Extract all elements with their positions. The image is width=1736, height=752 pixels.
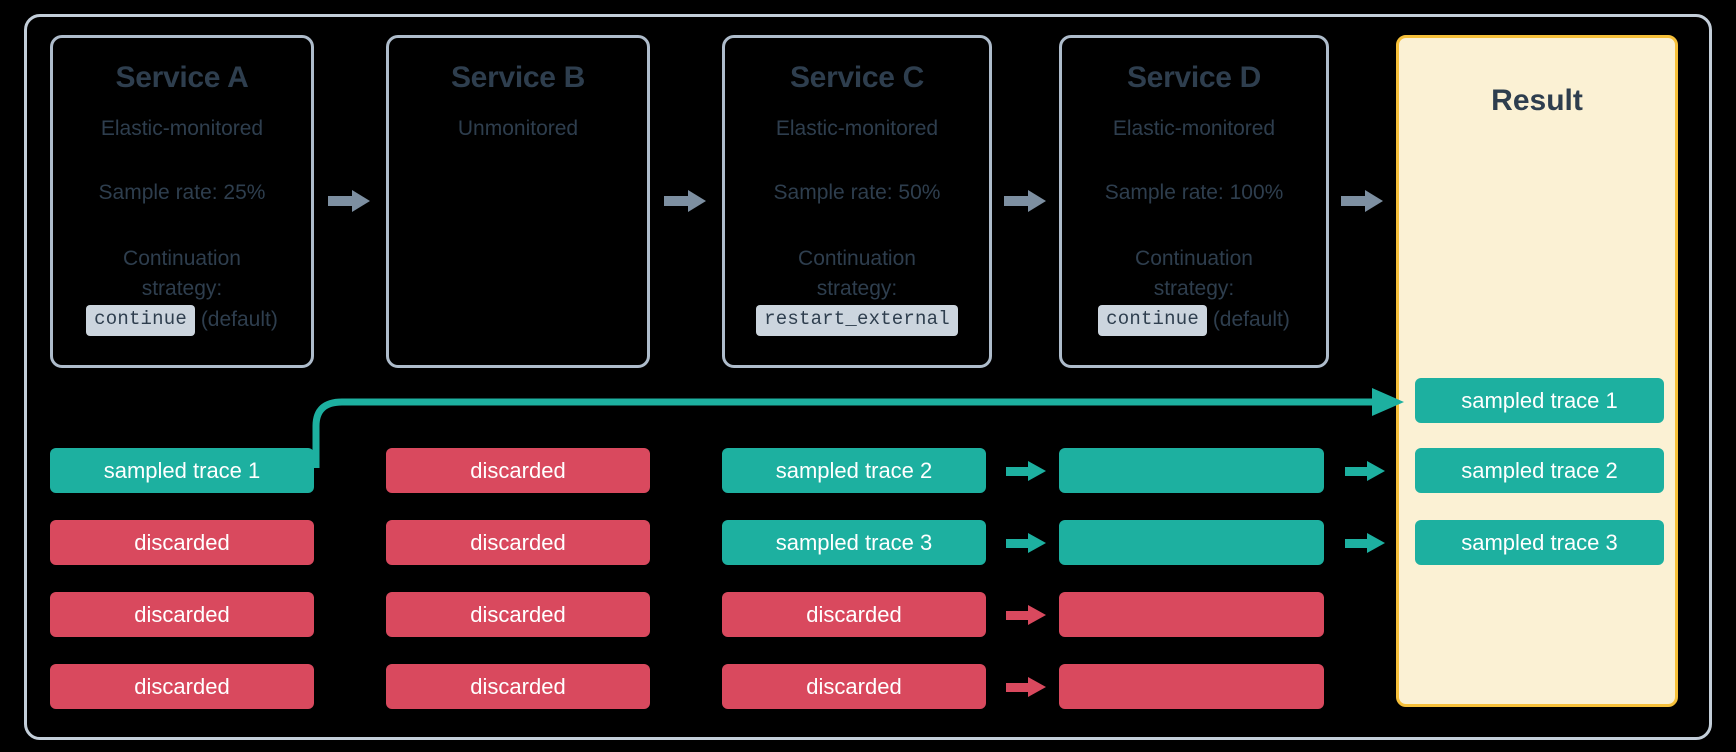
arrow-shaft bbox=[1345, 466, 1369, 476]
service-c-strategy-label-2: strategy: bbox=[816, 276, 898, 300]
flow-arrow-c-to-d bbox=[1004, 190, 1046, 212]
service-b-monitoring: Unmonitored bbox=[457, 117, 579, 140]
arrow-shaft bbox=[328, 196, 354, 206]
service-a-strategy: Continuation strategy: continue (default… bbox=[53, 245, 311, 336]
trace-box-b-4: discarded bbox=[386, 664, 650, 709]
service-c-monitoring: Elastic-monitored bbox=[775, 117, 939, 140]
arrow-shaft bbox=[1006, 466, 1030, 476]
service-a-sample-rate: Sample rate: 25% bbox=[98, 181, 266, 205]
arrow-head-icon bbox=[1028, 533, 1046, 553]
trace-box-b-3: discarded bbox=[386, 592, 650, 637]
service-c-strategy: Continuation strategy: restart_external bbox=[725, 245, 989, 336]
arrow-shaft bbox=[1341, 196, 1367, 206]
service-panel-d: Service D Elastic-monitored Sample rate:… bbox=[1059, 35, 1329, 368]
trace-box-c-4: discarded bbox=[722, 664, 986, 709]
result-item-1: sampled trace 1 bbox=[1415, 378, 1664, 423]
trace-arrow-c-to-d-3 bbox=[1006, 605, 1046, 625]
arrow-shaft bbox=[664, 196, 690, 206]
trace-box-d-3 bbox=[1059, 592, 1324, 637]
trace-box-d-1 bbox=[1059, 448, 1324, 493]
flow-arrow-a-to-b bbox=[328, 190, 370, 212]
arrow-head-icon bbox=[352, 190, 370, 212]
service-panel-c: Service C Elastic-monitored Sample rate:… bbox=[722, 35, 992, 368]
result-item-3: sampled trace 3 bbox=[1415, 520, 1664, 565]
arrow-head-icon bbox=[688, 190, 706, 212]
arrow-shaft bbox=[1004, 196, 1030, 206]
trace-arrow-d-to-result-2 bbox=[1345, 461, 1385, 481]
service-d-strategy-badge: continue bbox=[1098, 305, 1207, 336]
trace-box-b-1: discarded bbox=[386, 448, 650, 493]
service-a-strategy-label-1: Continuation bbox=[123, 246, 241, 270]
service-a-strategy-note: (default) bbox=[200, 308, 278, 332]
result-title: Result bbox=[1491, 84, 1583, 117]
trace-box-c-1: sampled trace 2 bbox=[722, 448, 986, 493]
arrow-head-icon bbox=[1028, 461, 1046, 481]
trace-arrow-d-to-result-3 bbox=[1345, 533, 1385, 553]
service-d-strategy-label-2: strategy: bbox=[1153, 276, 1235, 300]
service-d-strategy: Continuation strategy: continue (default… bbox=[1062, 245, 1326, 336]
trace-box-a-2: discarded bbox=[50, 520, 314, 565]
arrow-shaft bbox=[1006, 538, 1030, 548]
arrow-head-icon bbox=[1365, 190, 1383, 212]
arrow-head-icon bbox=[1028, 605, 1046, 625]
flow-arrow-d-to-result bbox=[1341, 190, 1383, 212]
service-d-title: Service D bbox=[1126, 61, 1262, 94]
service-c-strategy-label-1: Continuation bbox=[798, 246, 916, 270]
arrow-head-icon bbox=[1367, 533, 1385, 553]
result-item-2: sampled trace 2 bbox=[1415, 448, 1664, 493]
service-d-monitoring: Elastic-monitored bbox=[1112, 117, 1276, 140]
arrow-shaft bbox=[1006, 610, 1030, 620]
service-c-sample-rate: Sample rate: 50% bbox=[773, 181, 941, 205]
trace-box-c-2: sampled trace 3 bbox=[722, 520, 986, 565]
trace-box-d-4 bbox=[1059, 664, 1324, 709]
arrow-head-icon bbox=[1028, 677, 1046, 697]
arrow-head-icon bbox=[1028, 190, 1046, 212]
arrow-head-icon bbox=[1367, 461, 1385, 481]
arrow-shaft bbox=[1345, 538, 1369, 548]
trace-box-b-2: discarded bbox=[386, 520, 650, 565]
service-d-strategy-note: (default) bbox=[1212, 308, 1290, 332]
trace-arrow-c-to-d-1 bbox=[1006, 461, 1046, 481]
service-c-strategy-badge: restart_external bbox=[756, 305, 958, 336]
trace-box-a-1: sampled trace 1 bbox=[50, 448, 314, 493]
service-panel-b: Service B Unmonitored bbox=[386, 35, 650, 368]
trace-box-a-3: discarded bbox=[50, 592, 314, 637]
trace-box-d-2 bbox=[1059, 520, 1324, 565]
service-d-strategy-label-1: Continuation bbox=[1135, 246, 1253, 270]
service-a-strategy-badge: continue bbox=[86, 305, 195, 336]
trace-box-c-3: discarded bbox=[722, 592, 986, 637]
service-a-monitoring: Elastic-monitored bbox=[100, 117, 264, 140]
service-a-strategy-label-2: strategy: bbox=[141, 276, 223, 300]
service-d-sample-rate: Sample rate: 100% bbox=[1104, 181, 1284, 205]
arrow-shaft bbox=[1006, 682, 1030, 692]
service-panel-a: Service A Elastic-monitored Sample rate:… bbox=[50, 35, 314, 368]
result-panel: Result bbox=[1396, 35, 1678, 707]
flow-arrow-b-to-c bbox=[664, 190, 706, 212]
trace-arrow-c-to-d-4 bbox=[1006, 677, 1046, 697]
service-b-title: Service B bbox=[450, 61, 586, 94]
trace-arrow-c-to-d-2 bbox=[1006, 533, 1046, 553]
service-c-title: Service C bbox=[789, 61, 925, 94]
service-a-title: Service A bbox=[115, 61, 249, 94]
trace-box-a-4: discarded bbox=[50, 664, 314, 709]
